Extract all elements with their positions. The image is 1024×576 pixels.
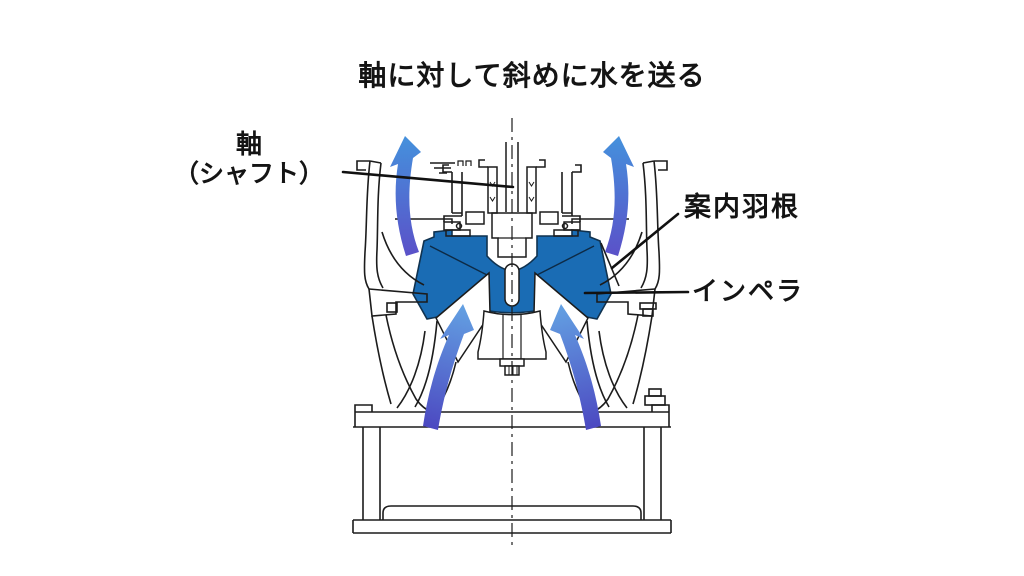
flange-bracket-left bbox=[368, 288, 428, 317]
bell-curve-left-2 bbox=[414, 320, 438, 408]
bearing-column-left bbox=[487, 166, 498, 214]
casing-right-tab bbox=[642, 160, 668, 171]
lower-wall-left-inner bbox=[385, 314, 433, 413]
bell-curve-left-1 bbox=[396, 330, 426, 409]
bowl-inner-left bbox=[381, 231, 425, 286]
bowl-inner-right bbox=[599, 231, 643, 286]
bracket-left bbox=[465, 211, 485, 225]
seal-ball-right bbox=[561, 222, 569, 230]
discharge-arrow-right-icon bbox=[603, 136, 634, 256]
bell-curve-right-2 bbox=[586, 320, 610, 408]
shaft-label-line2: （シャフト） bbox=[173, 159, 324, 188]
discharge-wall-right bbox=[561, 164, 582, 222]
bell-curve-right-1 bbox=[598, 330, 628, 409]
impeller-leader-line bbox=[583, 290, 690, 295]
lower-wall-right-inner bbox=[591, 314, 639, 413]
shaft-lines bbox=[505, 142, 519, 212]
lower-wall-right-outer bbox=[632, 315, 653, 405]
casing-left-tab bbox=[356, 160, 382, 171]
water-level-icon bbox=[430, 160, 472, 174]
bracket-right bbox=[539, 211, 559, 225]
lower-wall-left-outer bbox=[371, 315, 392, 405]
vane-edge-lines bbox=[429, 245, 595, 277]
impeller-label: インペラ bbox=[692, 276, 805, 306]
shaft-label-line1: 軸 bbox=[235, 129, 262, 159]
bearing-column-right bbox=[526, 166, 537, 214]
leader-lines bbox=[341, 170, 690, 295]
guide-vane-label: 案内羽根 bbox=[684, 192, 800, 222]
flange-bolt-base bbox=[644, 395, 666, 406]
casing-right-inner bbox=[640, 162, 649, 289]
shaft-leader-line bbox=[341, 170, 515, 189]
suction-arrow-right-icon bbox=[550, 304, 601, 430]
flow-arrows bbox=[390, 136, 634, 430]
bowl-ledges bbox=[395, 218, 629, 224]
seal-plate-left bbox=[445, 229, 471, 237]
base-legs bbox=[362, 427, 662, 520]
flange-tab-left bbox=[386, 302, 398, 313]
discharge-arrow-left-icon bbox=[390, 136, 421, 256]
casing-right-outer bbox=[653, 160, 661, 290]
seal-ball-left bbox=[455, 222, 463, 230]
suction-arrow-left-icon bbox=[423, 304, 474, 430]
flange-bolt-head-icon bbox=[648, 388, 662, 397]
guide-vane-edge bbox=[600, 242, 620, 287]
guide-vane-leader-line bbox=[610, 212, 680, 270]
bolt-small-right-body bbox=[642, 308, 654, 317]
seal-plate-right bbox=[553, 229, 579, 237]
hub-bolt-hatch bbox=[508, 366, 518, 375]
casing-left-inner bbox=[375, 162, 384, 289]
hub-shaft-lines bbox=[502, 314, 522, 359]
diagram-title: 軸に対して斜めに水を送る bbox=[358, 60, 706, 91]
casing-left-outer bbox=[363, 160, 371, 290]
column-hooks bbox=[478, 159, 546, 168]
shaft-label: 軸 （シャフト） bbox=[160, 129, 338, 189]
